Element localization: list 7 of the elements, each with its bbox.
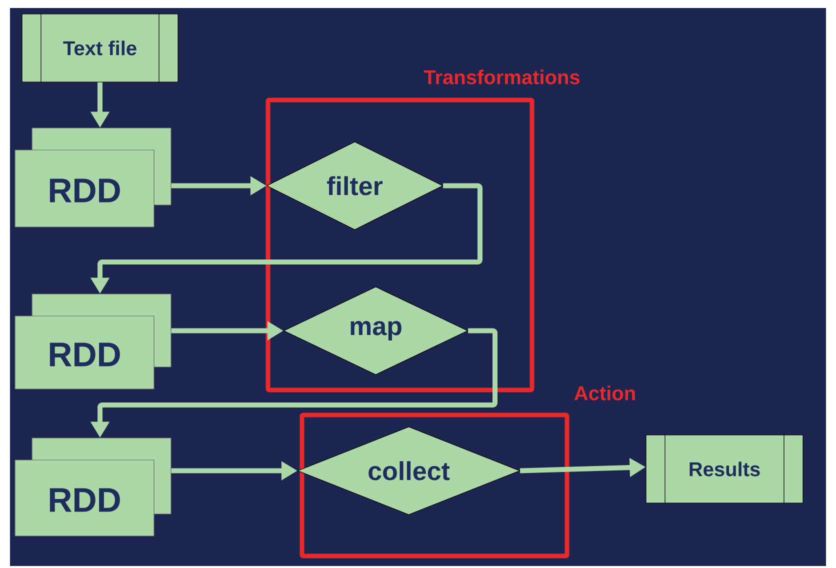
process-box: Results (646, 434, 804, 504)
group-heading: Action (574, 386, 635, 400)
stacked-box: RDD (14, 294, 172, 390)
group-heading: Transformations (424, 70, 580, 84)
stacked-box: RDD (14, 438, 172, 536)
process-box: Text file (22, 14, 178, 82)
stacked-box: RDD (14, 128, 172, 228)
